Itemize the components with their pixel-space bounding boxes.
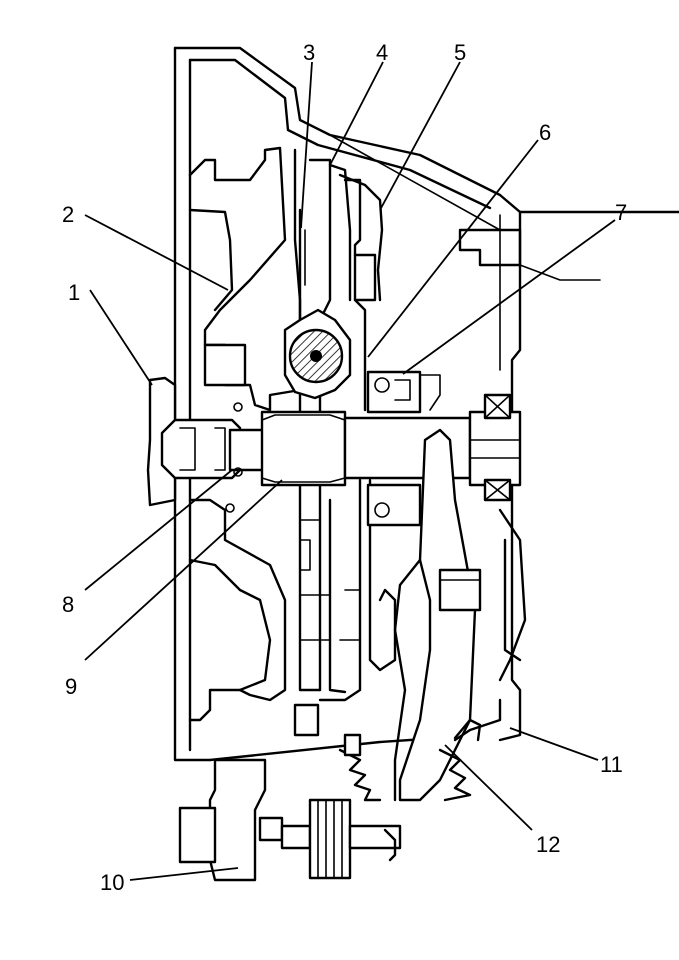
leader-lines (84, 61, 616, 881)
pressure-plate (318, 173, 397, 702)
callout-2: 2 (62, 202, 74, 227)
release-bearing (366, 370, 441, 527)
callout-12: 12 (536, 832, 560, 857)
callout-11: 11 (600, 752, 623, 777)
crankshaft-flange (146, 376, 272, 507)
callout-5: 5 (454, 40, 466, 65)
callout-1: 1 (68, 280, 80, 305)
housing (173, 46, 679, 762)
callout-7: 7 (615, 200, 627, 225)
damper-spring (283, 308, 352, 400)
bellhousing-right (453, 228, 601, 742)
callout-10: 10 (100, 870, 124, 895)
callout-3: 3 (303, 40, 315, 65)
callout-8: 8 (62, 592, 74, 617)
hydraulic-connector (178, 758, 402, 882)
callout-6: 6 (539, 120, 551, 145)
boot (338, 733, 472, 802)
callout-9: 9 (65, 674, 77, 699)
flywheel (188, 146, 320, 737)
disc-hub (260, 410, 347, 521)
release-fork (393, 428, 482, 802)
callout-labels: 1 2 3 4 5 6 7 8 9 10 11 12 (62, 40, 627, 895)
callout-4: 4 (376, 40, 388, 65)
